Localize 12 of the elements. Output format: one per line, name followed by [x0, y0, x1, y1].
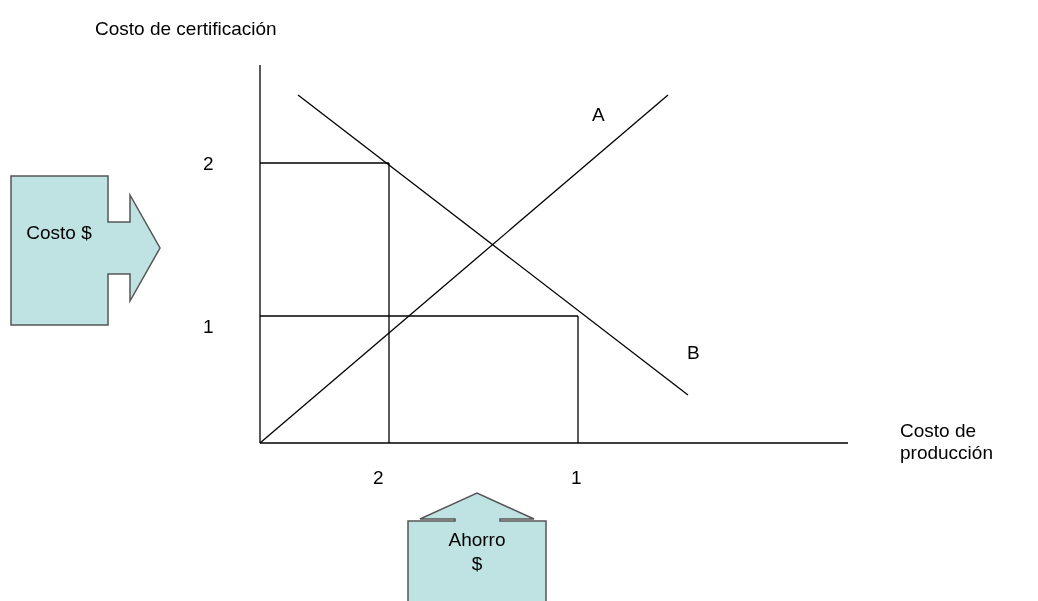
axis-title: Costo de producción — [900, 420, 994, 464]
tick-label: 2 — [373, 467, 384, 489]
arrow-callout — [407, 492, 547, 601]
line-label: B — [687, 342, 700, 364]
axis-title: Costo de certificación — [95, 18, 277, 40]
callout-text: Costo $ — [25, 221, 93, 245]
callout-text: Ahorro $ — [447, 528, 507, 576]
tick-label: 2 — [203, 153, 214, 175]
arrow-callout — [10, 175, 162, 326]
tick-label: 1 — [203, 316, 214, 338]
line-label: A — [592, 104, 605, 126]
tick-label: 1 — [571, 467, 582, 489]
